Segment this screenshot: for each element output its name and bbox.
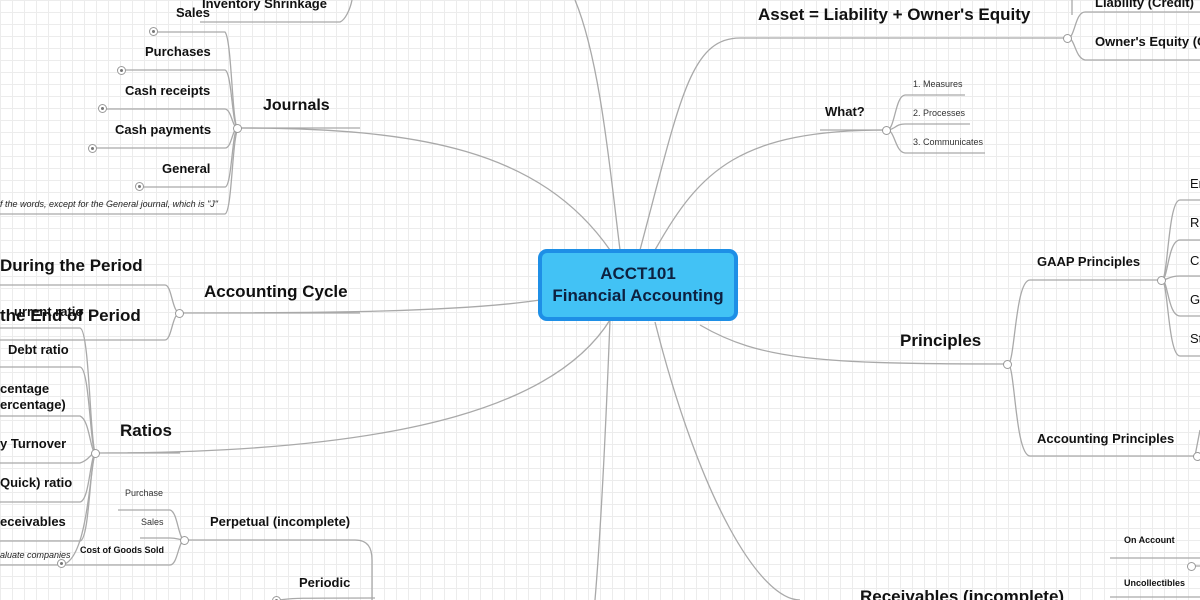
note-marker-icon[interactable] [149, 27, 158, 36]
central-topic-line2: Financial Accounting [552, 286, 724, 305]
topic-accounting-cycle[interactable]: Accounting Cycle [204, 282, 348, 301]
ratio-item[interactable]: y Turnover [0, 436, 67, 451]
note-marker-icon[interactable] [98, 104, 107, 113]
gaap-item[interactable]: St [1190, 331, 1200, 346]
topic-perpetual[interactable]: Perpetual (incomplete) [210, 514, 351, 529]
note-marker-icon[interactable] [117, 66, 126, 75]
ratio-item[interactable]: centage [0, 381, 50, 396]
accounting-principles-collapse-knob[interactable] [1193, 452, 1200, 461]
gaap-item[interactable]: G [1190, 292, 1200, 307]
note-marker-icon[interactable] [88, 144, 97, 153]
gaap-item[interactable]: En [1190, 176, 1200, 191]
journals-collapse-knob[interactable] [233, 124, 242, 133]
perpetual-item[interactable]: Sales [141, 517, 164, 527]
perpetual-collapse-knob[interactable] [180, 536, 189, 545]
central-topic[interactable]: ACCT101 Financial Accounting [538, 249, 738, 321]
topic-inventory-shrinkage[interactable]: Inventory Shrinkage [202, 0, 327, 11]
accounting-cycle-collapse-knob[interactable] [175, 309, 184, 318]
ratio-item[interactable]: urrent ratio [14, 304, 84, 319]
topic-periodic[interactable]: Periodic [299, 575, 351, 590]
what-item[interactable]: 1. Measures [913, 79, 963, 89]
perpetual-item[interactable]: Cost of Goods Sold [80, 545, 164, 555]
gaap-item[interactable]: Co [1190, 253, 1200, 268]
receivables-item[interactable]: Uncollectibles [1124, 578, 1186, 588]
principles-collapse-knob[interactable] [1003, 360, 1012, 369]
note-marker-icon[interactable] [135, 182, 144, 191]
ratio-item[interactable]: Debt ratio [8, 342, 69, 357]
topic-gaap-principles[interactable]: GAAP Principles [1037, 254, 1141, 269]
receivables-collapse-knob[interactable] [1187, 562, 1196, 571]
topic-equation[interactable]: Asset = Liability + Owner's Equity [758, 5, 1031, 24]
journals-note: f the words, except for the General jour… [0, 199, 218, 209]
topic-ratios[interactable]: Ratios [120, 421, 172, 440]
what-item[interactable]: 2. Processes [913, 108, 966, 118]
ratios-collapse-knob[interactable] [91, 449, 100, 458]
note-marker-icon[interactable] [272, 596, 281, 600]
equation-item[interactable]: Owner's Equity (C [1095, 34, 1200, 49]
note-marker-icon[interactable] [57, 559, 66, 568]
journal-item[interactable]: Cash payments [115, 122, 212, 137]
topic-end-of-period[interactable]: the End of Period [0, 306, 141, 325]
ratio-item[interactable]: eceivables [0, 514, 66, 529]
topic-journals[interactable]: Journals [263, 97, 330, 114]
what-item[interactable]: 3. Communicates [913, 137, 984, 147]
perpetual-item[interactable]: Purchase [125, 488, 164, 498]
journal-item[interactable]: Sales [176, 5, 210, 20]
topic-during-period[interactable]: During the Period [0, 256, 143, 275]
receivables-item[interactable]: On Account [1124, 535, 1175, 545]
journal-item[interactable]: Purchases [145, 44, 211, 59]
topic-what[interactable]: What? [825, 104, 865, 119]
gaap-item[interactable]: Re [1190, 215, 1200, 230]
topic-receivables[interactable]: Receivables (incomplete) [860, 587, 1065, 600]
gaap-collapse-knob[interactable] [1157, 276, 1166, 285]
central-topic-line1: ACCT101 [600, 264, 676, 283]
what-collapse-knob[interactable] [882, 126, 891, 135]
ratio-item[interactable]: Quick) ratio [0, 475, 73, 490]
equation-collapse-knob[interactable] [1063, 34, 1072, 43]
ratio-item[interactable]: ercentage) [0, 397, 66, 412]
topic-accounting-principles[interactable]: Accounting Principles [1037, 431, 1175, 446]
topic-principles[interactable]: Principles [900, 331, 982, 350]
journal-item[interactable]: Cash receipts [125, 83, 211, 98]
equation-item[interactable]: Liability (Credit) [1095, 0, 1194, 10]
ratios-note: aluate companies [0, 550, 71, 560]
journal-item[interactable]: General [162, 161, 211, 176]
